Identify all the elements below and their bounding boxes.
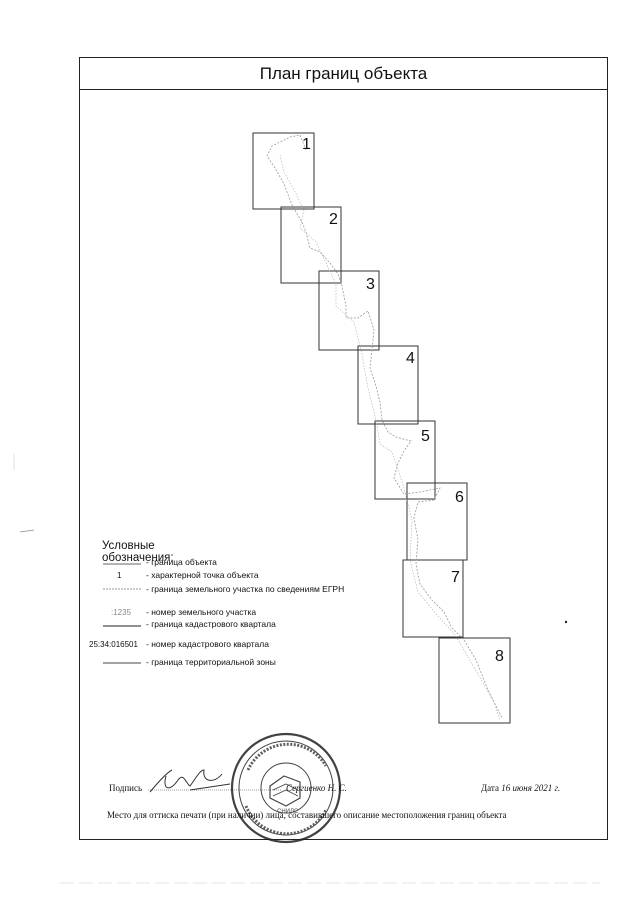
- legend-symbol-parcel-number: :1235: [111, 608, 132, 617]
- signer-name: Сергиенко Н. С.: [286, 783, 347, 793]
- round-stamp: СНИЛС: [230, 732, 342, 844]
- sheet-number: 4: [406, 350, 415, 367]
- sheet-number: 7: [451, 569, 460, 586]
- legend-symbol-point: 1: [117, 571, 122, 580]
- date-label: Дата: [481, 783, 499, 793]
- legend-title: Условные обозначения:: [102, 540, 174, 564]
- sheet-number: 1: [302, 136, 311, 153]
- sheet-frame-5: [374, 420, 436, 500]
- legend-item-text: - характерной точка объекта: [146, 570, 259, 580]
- scan-dot: [564, 620, 568, 624]
- stamp-center-text: СНИЛС: [277, 809, 299, 815]
- sheet-frame-1: [252, 132, 315, 210]
- legend-item-text: - граница территориальной зоны: [146, 657, 276, 667]
- legend-item-text: - граница кадастрового квартала: [146, 619, 276, 629]
- sheet-frame-8: [438, 637, 511, 724]
- legend-item: :1235 - номер земельного участка: [0, 608, 600, 622]
- sheet-frame-7: [402, 559, 464, 638]
- stamp-note: Место для оттиска печати (при наличии) л…: [107, 810, 507, 820]
- legend-item: - граница объекта: [0, 558, 600, 572]
- page-title: План границ объекта: [80, 58, 607, 90]
- legend-item: 1 - характерной точка объекта: [0, 571, 600, 585]
- scan-mark: [19, 529, 35, 533]
- object-boundary-secondary: [279, 154, 501, 721]
- sheet-number: 6: [455, 489, 464, 506]
- signature-label: Подпись: [109, 783, 143, 793]
- sheet-number: 2: [329, 211, 338, 228]
- legend-symbol-quarter-number: 25:34:016501: [89, 640, 138, 649]
- sheet-frame-3: [318, 270, 380, 351]
- legend-item-text: - граница земельного участка по сведения…: [146, 584, 345, 594]
- legend-item-text: - граница объекта: [146, 557, 217, 567]
- sheet-number: 3: [366, 276, 375, 293]
- legend-item: - граница территориальной зоны: [0, 658, 600, 672]
- legend-item-text: - номер земельного участка: [146, 607, 257, 617]
- legend-item: - граница кадастрового квартала: [0, 620, 600, 634]
- date-block: Дата 16 июня 2021 г.: [481, 783, 560, 793]
- page-frame: План границ объекта: [79, 57, 608, 840]
- object-boundary: [266, 134, 503, 719]
- legend-item: 25:34:016501 - номер кадастрового кварта…: [0, 640, 600, 654]
- signature-scribble: [149, 769, 231, 793]
- legend-item: - граница земельного участка по сведения…: [0, 585, 600, 599]
- sheet-frame-4: [357, 345, 419, 425]
- sheet-frame-2: [280, 206, 342, 284]
- sheet-number: 8: [495, 648, 504, 665]
- sheet-number: 5: [421, 428, 430, 445]
- legend-item-text: - номер кадастрового квартала: [146, 639, 269, 649]
- date-value: 16 июня 2021 г.: [501, 783, 561, 793]
